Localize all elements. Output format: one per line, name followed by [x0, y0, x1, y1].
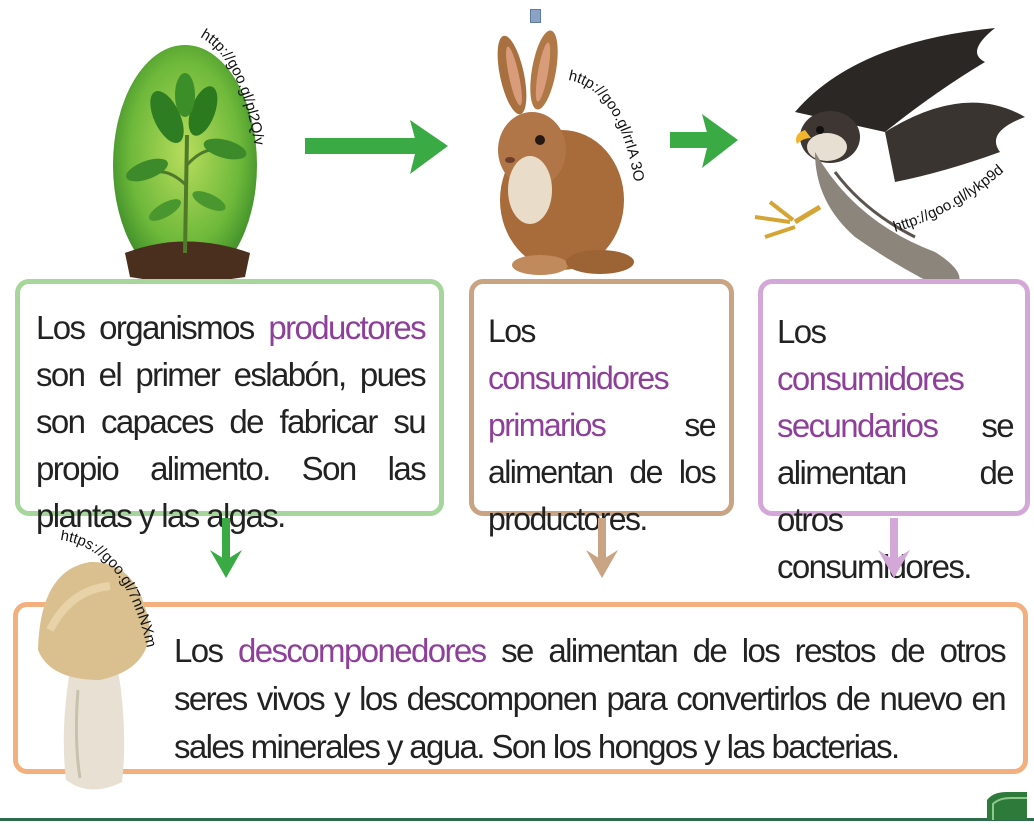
falcon-icon: http://goo.gl/lykp9d — [754, 28, 1025, 292]
producers-box: Los organismos productores son el primer… — [15, 279, 444, 534]
primary-consumers-text: Los consumidores primarios se alimentan … — [488, 313, 717, 537]
producers-text: Los organismos productores son el primer… — [36, 309, 427, 534]
page-corner-tab-icon — [987, 792, 1027, 820]
decomposers-term: descomponedores — [238, 632, 487, 669]
arrow-right-icon — [305, 120, 448, 174]
mushroom-icon: https://goo.gl/7nnNXm — [38, 530, 160, 790]
arrow-down-icon — [586, 518, 618, 578]
primary-consumers-box: Los consumidores primarios se alimentan … — [469, 279, 734, 537]
bottom-rule — [0, 818, 1034, 821]
arrow-down-icon — [878, 518, 910, 578]
secondary-consumers-text: Los consumidores secundarios se alimenta… — [777, 313, 1015, 585]
decomposers-text: Los descomponedores se alimentan de los … — [174, 632, 1007, 765]
rabbit-icon: http://goo.gl/rrIA 3O — [497, 30, 647, 275]
decomposers-box: Los descomponedores se alimentan de los … — [13, 602, 1028, 774]
arrow-down-icon — [210, 518, 242, 578]
secondary-consumers-term: consumidores secundarios — [777, 360, 965, 444]
arrow-right-icon — [670, 114, 738, 168]
plant-seedling-icon: http://goo.gl/pl2Q/v — [113, 26, 268, 285]
selection-handle-icon — [530, 9, 541, 23]
secondary-consumers-box: Los consumidores secundarios se alimenta… — [758, 279, 1030, 585]
producers-term: productores — [268, 309, 426, 346]
primary-consumers-term: consumidores primarios — [488, 360, 670, 443]
